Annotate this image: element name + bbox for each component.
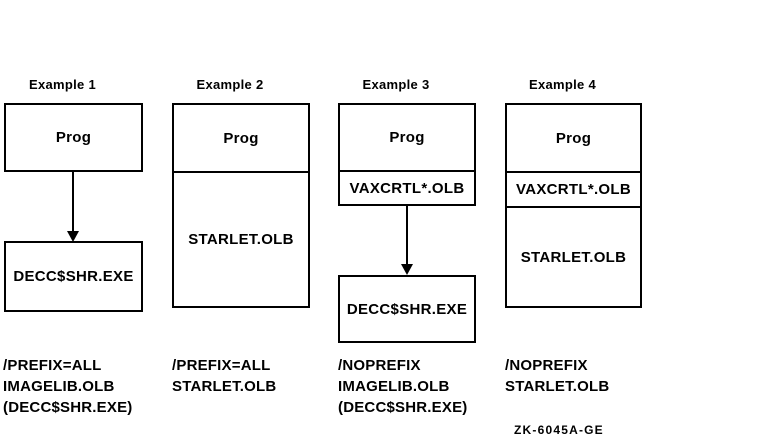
prog-compartment: Prog: [340, 105, 474, 170]
example-3-arrow-head: [401, 264, 413, 275]
vaxcrtl-compartment: VAXCRTL*.OLB: [507, 171, 640, 206]
caption-line: (DECC$SHR.EXE): [3, 399, 133, 416]
caption-line: /PREFIX=ALL: [3, 357, 102, 374]
caption-line: (DECC$SHR.EXE): [338, 399, 468, 416]
example-1-arrow-head: [67, 231, 79, 242]
prog-compartment: Prog: [507, 105, 640, 171]
example-3-shared-image-box: DECC$SHR.EXE: [338, 275, 476, 343]
caption-line: /NOPREFIX: [505, 357, 588, 374]
prog-compartment: Prog: [174, 105, 308, 171]
example-1-shared-image-box: DECC$SHR.EXE: [4, 241, 143, 312]
example-3-arrow-shaft: [406, 206, 408, 265]
prog-box-label: Prog: [223, 129, 259, 147]
vaxcrtl-label: VAXCRTL*.OLB: [516, 181, 631, 198]
example-2-stack-box: Prog STARLET.OLB: [172, 103, 310, 308]
example-2-caption: /PREFIX=ALL STARLET.OLB: [172, 355, 276, 397]
figure-code: ZK-6045A-GE: [514, 423, 604, 437]
example-1-arrow-shaft: [72, 172, 74, 232]
shared-image-label: DECC$SHR.EXE: [346, 300, 468, 318]
caption-line: IMAGELIB.OLB: [3, 378, 115, 395]
example-1-prog-box: Prog: [4, 103, 143, 172]
example-3-caption: /NOPREFIX IMAGELIB.OLB (DECC$SHR.EXE): [338, 355, 468, 418]
caption-line: /NOPREFIX: [338, 357, 421, 374]
caption-line: STARLET.OLB: [505, 378, 610, 395]
caption-line: /PREFIX=ALL: [172, 357, 271, 374]
example-1-title: Example 1: [28, 77, 96, 92]
example-4-caption: /NOPREFIX STARLET.OLB: [505, 355, 609, 397]
prog-box-label: Prog: [389, 129, 425, 146]
vaxcrtl-compartment: VAXCRTL*.OLB: [340, 170, 474, 204]
example-4-stack-box: Prog VAXCRTL*.OLB STARLET.OLB: [505, 103, 642, 308]
starlet-compartment: STARLET.OLB: [174, 171, 308, 306]
starlet-label: STARLET.OLB: [520, 248, 627, 266]
starlet-label: STARLET.OLB: [188, 231, 294, 248]
example-1-caption: /PREFIX=ALL IMAGELIB.OLB (DECC$SHR.EXE): [3, 355, 133, 418]
prog-box-label: Prog: [55, 129, 92, 146]
example-2-title: Example 2: [196, 77, 264, 92]
caption-line: IMAGELIB.OLB: [338, 378, 450, 395]
caption-line: STARLET.OLB: [172, 378, 277, 395]
starlet-compartment: STARLET.OLB: [507, 206, 640, 306]
vaxcrtl-label: VAXCRTL*.OLB: [349, 179, 465, 197]
shared-image-label: DECC$SHR.EXE: [13, 268, 134, 285]
prog-box-label: Prog: [555, 129, 592, 147]
example-3-title: Example 3: [362, 77, 430, 92]
example-3-stack-box: Prog VAXCRTL*.OLB: [338, 103, 476, 206]
example-4-title: Example 4: [528, 77, 596, 92]
